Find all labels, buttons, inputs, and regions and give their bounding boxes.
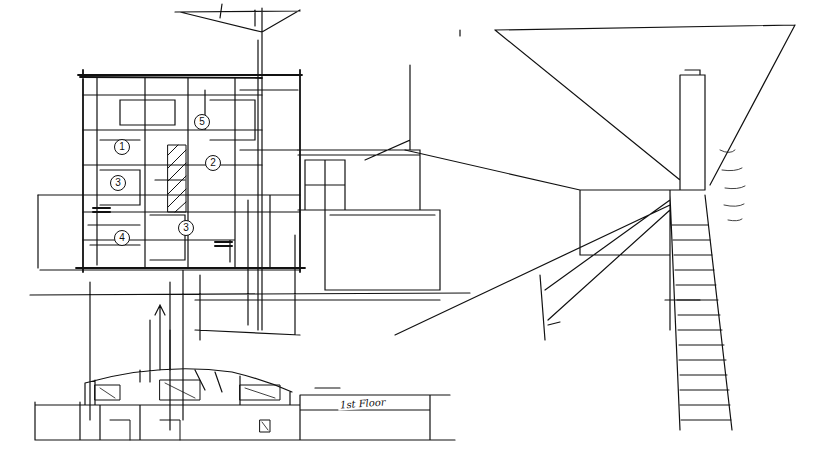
room-number: 1	[119, 142, 125, 152]
room-number: 5	[199, 117, 205, 127]
room-number-circle: 1	[114, 139, 130, 155]
room-number: 4	[119, 233, 125, 243]
room-number-circle: 3	[110, 175, 126, 191]
floor-note: 1st Floor	[338, 396, 388, 410]
room-number-circle: 2	[205, 155, 221, 171]
room-number: 2	[210, 158, 216, 168]
room-number: 3	[183, 223, 189, 233]
room-number-circle: 4	[114, 230, 130, 246]
room-number: 3	[115, 178, 121, 188]
room-number-circle: 5	[194, 114, 210, 130]
room-number-circle: 3	[178, 220, 194, 236]
